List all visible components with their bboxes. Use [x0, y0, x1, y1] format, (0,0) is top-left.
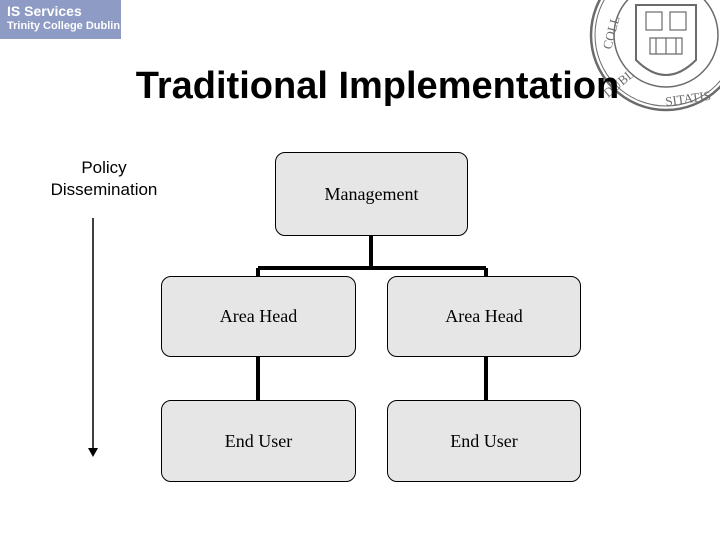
policy-label-line1: Policy: [81, 158, 127, 177]
node-area-head-right: Area Head: [387, 276, 581, 357]
logo-title: IS Services: [7, 3, 82, 19]
node-end-user-right: End User: [387, 400, 581, 482]
slide-title: Traditional Implementation: [135, 65, 620, 107]
policy-arrow-head: [88, 448, 98, 457]
svg-text:SITATIS: SITATIS: [664, 88, 712, 109]
is-services-logo: IS Services Trinity College Dublin: [0, 0, 121, 39]
college-seal: COLL DUBL SITATIS: [589, 0, 720, 112]
policy-label-line2: Dissemination: [50, 180, 158, 199]
node-end-user-left: End User: [161, 400, 356, 482]
policy-dissemination-label: Policy Dissemination: [28, 157, 180, 201]
node-management: Management: [275, 152, 468, 236]
logo-subtitle: Trinity College Dublin: [7, 20, 121, 32]
node-area-head-left: Area Head: [161, 276, 356, 357]
